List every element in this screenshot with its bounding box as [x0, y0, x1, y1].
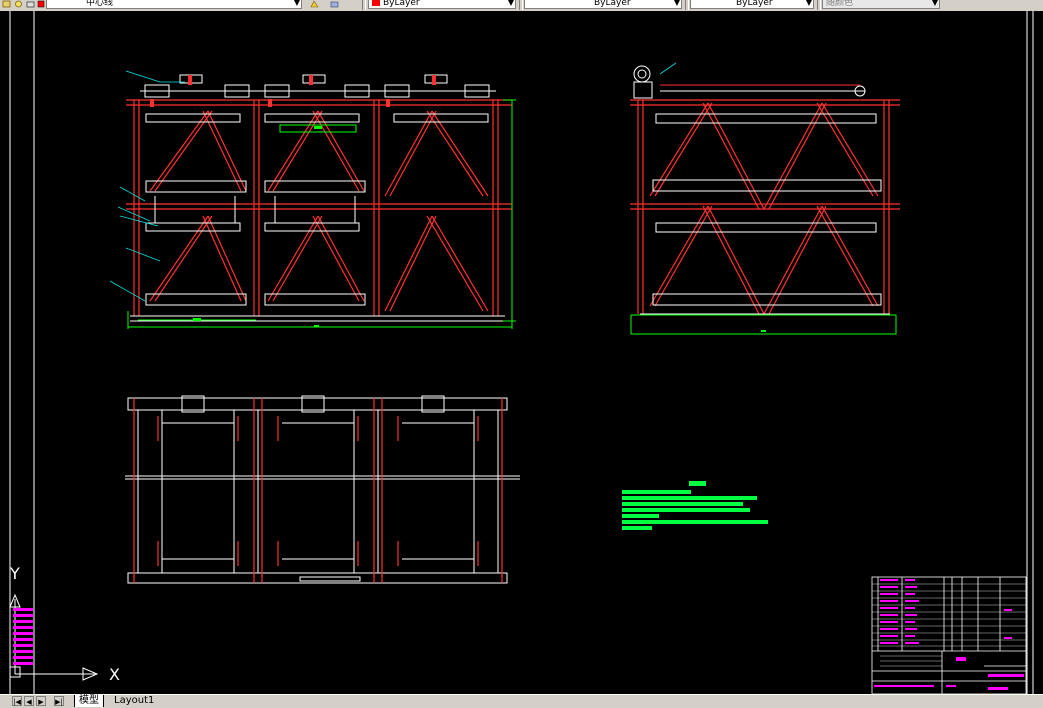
lineweight-control-value: ByLayer [736, 0, 773, 8]
layout-tab-bar: |◀ ◀ ▶ ▶| 模型 Layout1 [0, 694, 1043, 708]
make-object-layer-current-icon[interactable] [310, 0, 319, 8]
title-block [871, 576, 1027, 694]
tab-model[interactable]: 模型 [74, 695, 104, 707]
chevron-down-icon: ▼ [507, 0, 514, 7]
plotstyle-control-value: 随颜色 [826, 0, 854, 8]
linetype-control-dropdown[interactable]: ByLayer ▼ [524, 0, 682, 9]
side-view [630, 62, 900, 335]
plotstyle-control-dropdown[interactable]: 随颜色 ▼ [822, 0, 940, 9]
front-view [109, 70, 516, 329]
top-view [125, 395, 520, 584]
layer-dropdown[interactable]: 中心线 ▼ [46, 0, 302, 9]
linetype-control-value: ByLayer [594, 0, 631, 8]
last-tab-button[interactable]: ▶| [54, 696, 64, 706]
layer-name: 中心线 [86, 0, 114, 8]
next-tab-button[interactable]: ▶ [36, 696, 46, 706]
layer-color-swatch-icon [37, 0, 45, 8]
ucs-y-label: Y [9, 564, 20, 583]
chevron-down-icon: ▼ [931, 0, 938, 7]
color-swatch-icon [372, 0, 380, 6]
layer-manager-icon[interactable] [2, 0, 11, 8]
model-space-drawing-area[interactable]: Y X [0, 11, 1043, 694]
previous-tab-button[interactable]: ◀ [24, 696, 34, 706]
color-control-dropdown[interactable]: ByLayer ▼ [368, 0, 516, 9]
drawing-border [9, 11, 1034, 694]
properties-toolbar: 中心线 ▼ ByLayer ▼ ByLayer ▼ ByLayer ▼ 随颜色 … [0, 0, 1043, 12]
ucs-x-label: X [109, 665, 120, 684]
chevron-down-icon: ▼ [293, 0, 300, 7]
color-control-value: ByLayer [383, 0, 420, 8]
ucs-icon: Y X [9, 564, 120, 684]
technical-requirements-notes [622, 481, 768, 530]
chevron-down-icon: ▼ [805, 0, 812, 7]
layer-previous-icon[interactable] [330, 0, 339, 8]
lineweight-control-dropdown[interactable]: ByLayer ▼ [690, 0, 814, 9]
layer-state-icon[interactable] [14, 0, 23, 8]
chevron-down-icon: ▼ [673, 0, 680, 7]
first-tab-button[interactable]: |◀ [12, 696, 22, 706]
layer-freeze-icon[interactable] [26, 0, 35, 8]
tab-layout1[interactable]: Layout1 [110, 695, 159, 707]
